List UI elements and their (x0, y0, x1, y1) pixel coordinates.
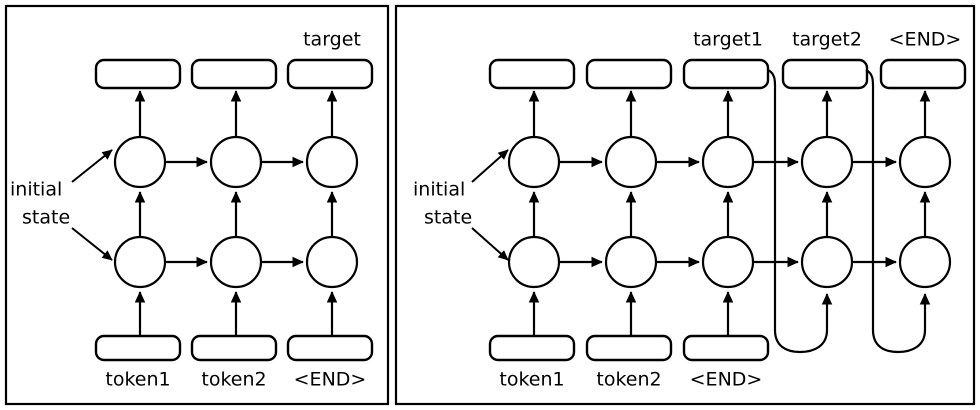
right-output-label-4: <END> (889, 29, 962, 51)
right-input-label-1: token2 (596, 369, 661, 391)
left-output-box-1[interactable] (190, 58, 278, 90)
left-output-label-2: target (303, 29, 361, 51)
right-hidden-node-top-2[interactable] (701, 135, 755, 189)
left-initial-state-line1: initial (10, 179, 62, 201)
right-initial-state-arrow-top (471, 149, 509, 183)
right-input-box-2[interactable] (682, 334, 770, 362)
right-output-box-0[interactable] (488, 58, 576, 90)
left-hidden-node-bottom-2[interactable] (305, 235, 359, 289)
right-input-box-1[interactable] (585, 334, 673, 362)
right-column-0: token1 (488, 58, 576, 391)
right-output-box-3[interactable] (781, 58, 869, 90)
left-initial-state-arrow-top (71, 149, 113, 183)
right-panel-frame (394, 4, 976, 406)
left-output-box-0[interactable] (94, 58, 182, 90)
right-output-box-4[interactable] (879, 58, 967, 90)
left-initial-state-group: initial state (10, 149, 113, 261)
left-column-2: <END> target (261, 29, 374, 391)
right-input-label-2: <END> (690, 369, 763, 391)
left-hidden-node-top-2[interactable] (305, 135, 359, 189)
right-column-1: token2 (559, 58, 673, 391)
right-output-box-2[interactable] (682, 58, 770, 90)
right-hidden-node-top-4[interactable] (898, 135, 952, 189)
right-column-4: <END> (852, 29, 967, 289)
right-hidden-node-top-0[interactable] (507, 135, 561, 189)
right-output-box-1[interactable] (585, 58, 673, 90)
right-panel: initial state token1 (394, 4, 976, 406)
right-initial-state-line1: initial (413, 179, 465, 201)
left-output-box-2[interactable] (286, 58, 374, 90)
left-hidden-node-bottom-0[interactable] (113, 235, 167, 289)
right-hidden-node-top-3[interactable] (800, 135, 854, 189)
left-input-label-0: token1 (105, 369, 170, 391)
right-input-box-0[interactable] (488, 334, 576, 362)
left-panel: initial state token1 (4, 4, 390, 406)
right-hidden-node-bottom-0[interactable] (507, 235, 561, 289)
left-panel-frame (4, 4, 390, 406)
left-hidden-node-top-0[interactable] (113, 135, 167, 189)
left-column-1: token2 (165, 58, 278, 391)
right-hidden-node-bottom-1[interactable] (604, 235, 658, 289)
right-hidden-node-bottom-3[interactable] (800, 235, 854, 289)
right-column-3: target2 (753, 29, 869, 289)
left-hidden-node-bottom-1[interactable] (209, 235, 263, 289)
left-input-label-1: token2 (201, 369, 266, 391)
right-output-label-3: target2 (792, 29, 862, 51)
feedback-loop-1-path (865, 69, 931, 354)
left-initial-state-line2: state (22, 207, 70, 229)
left-input-box-1[interactable] (190, 334, 278, 362)
right-hidden-node-top-1[interactable] (604, 135, 658, 189)
left-initial-state-arrow-bottom (71, 227, 113, 261)
right-hidden-node-bottom-4[interactable] (898, 235, 952, 289)
right-initial-state-line2: state (424, 207, 472, 229)
left-column-0: token1 (94, 58, 182, 391)
left-input-label-2: <END> (294, 369, 367, 391)
feedback-loop-0-path (767, 69, 833, 354)
right-hidden-node-bottom-2[interactable] (701, 235, 755, 289)
left-input-box-0[interactable] (94, 334, 182, 362)
left-hidden-node-top-1[interactable] (209, 135, 263, 189)
right-column-2: <END> target1 (656, 29, 770, 391)
right-initial-state-group: initial state (413, 149, 509, 261)
feedback-loop-0 (767, 69, 833, 354)
right-input-label-0: token1 (499, 369, 564, 391)
right-output-label-2: target1 (693, 29, 763, 51)
left-input-box-2[interactable] (286, 334, 374, 362)
feedback-loop-1 (865, 69, 931, 354)
right-initial-state-arrow-bottom (471, 227, 509, 261)
